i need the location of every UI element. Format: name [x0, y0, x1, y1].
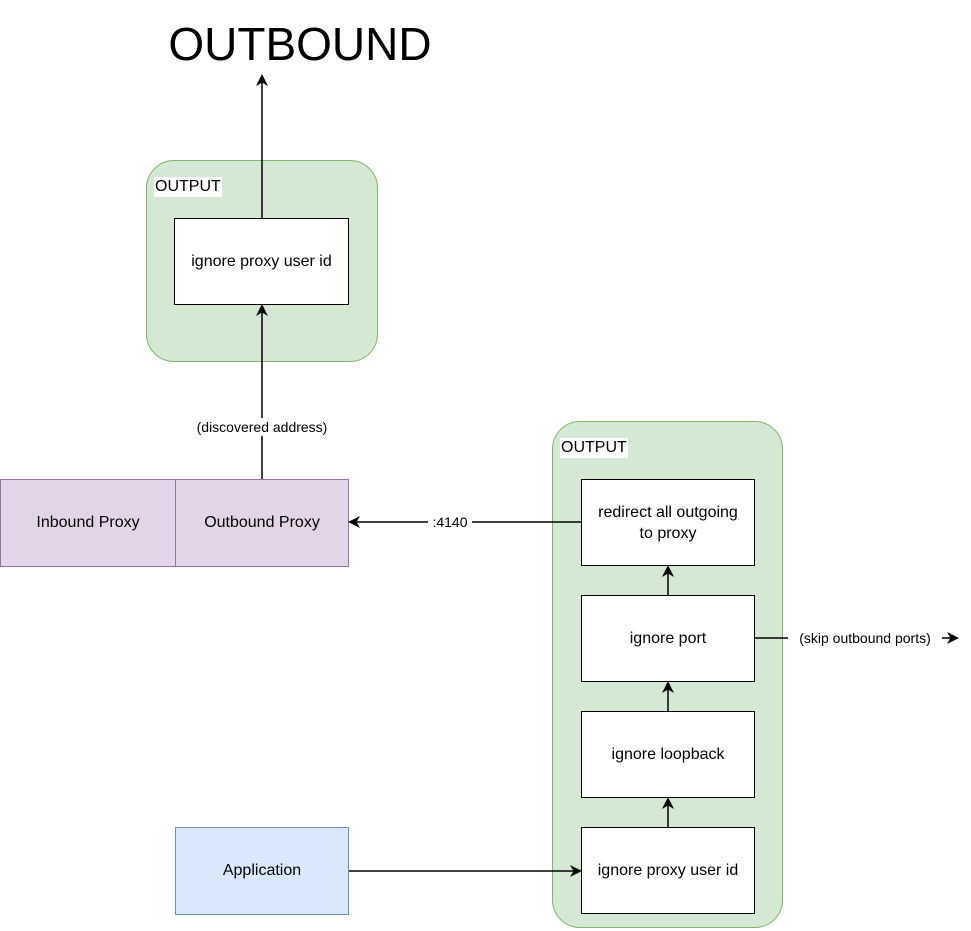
application-box: Application	[175, 827, 349, 915]
outbound-proxy-box: Outbound Proxy	[175, 479, 349, 567]
ignore-loopback-box: ignore loopback	[581, 711, 755, 798]
bottom-ignore-proxy-user-id-box: ignore proxy user id	[581, 827, 755, 914]
right-output-group-label: OUTPUT	[560, 438, 628, 458]
outbound-title: OUTBOUND	[168, 18, 432, 70]
edge-label-discovered-address: (discovered address)	[182, 418, 342, 436]
ignore-port-box: ignore port	[581, 595, 755, 682]
top-ignore-proxy-user-id-box: ignore proxy user id	[174, 218, 349, 305]
top-output-group-label: OUTPUT	[154, 177, 222, 197]
redirect-all-outgoing-box: redirect all outgoing to proxy	[581, 479, 755, 566]
edge-label-port: :4140	[428, 513, 472, 531]
edge-label-skip-outbound-ports: (skip outbound ports)	[788, 629, 942, 647]
inbound-proxy-box: Inbound Proxy	[0, 479, 176, 567]
